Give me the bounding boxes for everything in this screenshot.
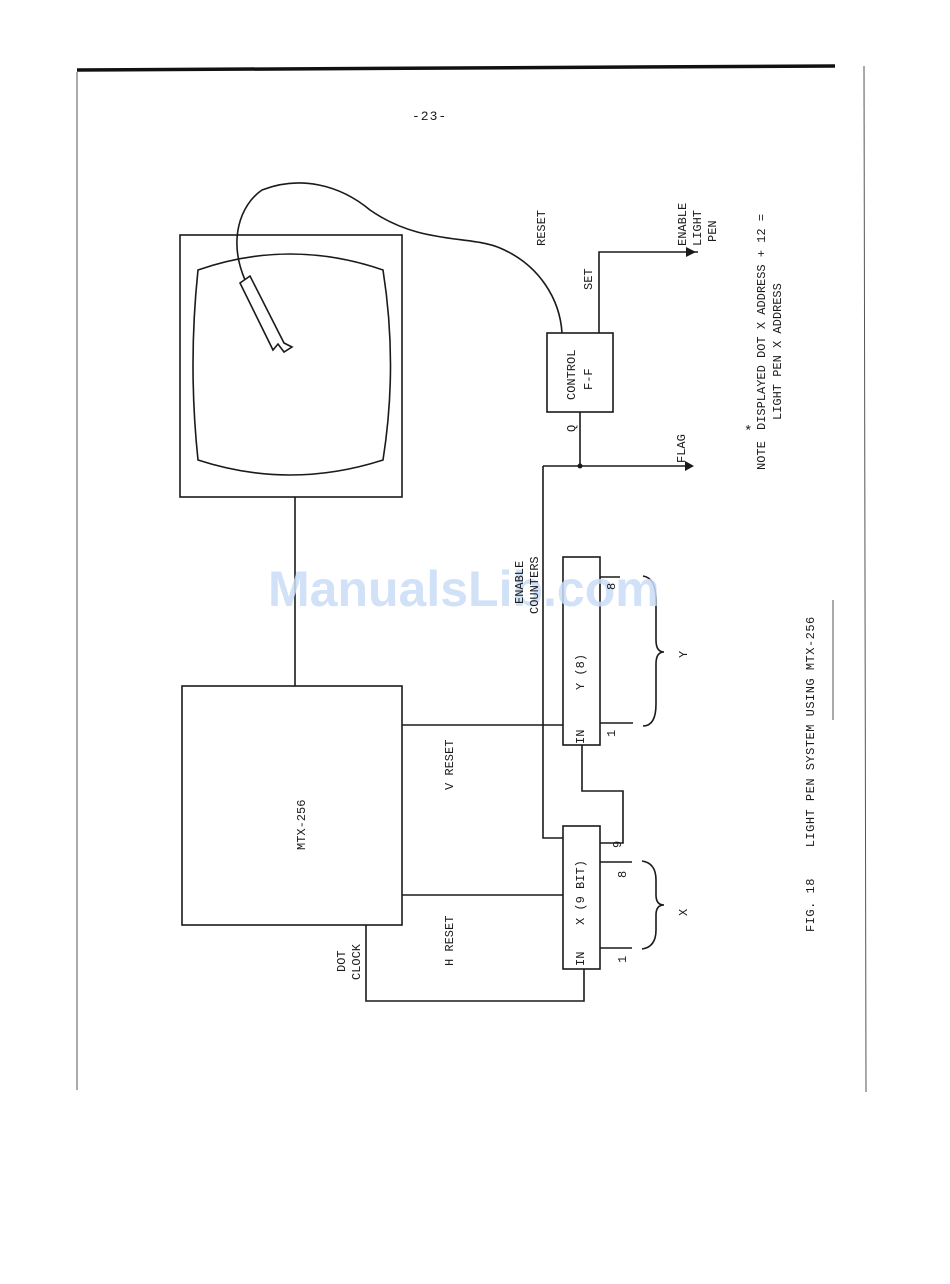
x-brace-label: X [678, 909, 691, 916]
enable-counters-label-2: COUNTERS [529, 556, 542, 614]
dot-clock-label-1: DOT [336, 950, 349, 972]
control-ff-label-1: CONTROL [566, 350, 579, 400]
light-pen-icon [240, 276, 292, 352]
enable-arrow-head [686, 247, 696, 257]
flag-label: FLAG [676, 434, 689, 463]
note-line-1: DISPLAYED DOT X ADDRESS + 12 = [756, 214, 769, 430]
x-counter-label: X (9 BIT) [575, 860, 588, 925]
enable-light-pen-label-3: PEN [707, 220, 720, 242]
page-number: -23- [412, 110, 447, 123]
right-margin-line [864, 66, 866, 1092]
y-brace-label: Y [678, 651, 691, 658]
q-label: Q [566, 425, 579, 432]
mtx-256-block [182, 686, 402, 925]
x-carry-label: 9 [612, 841, 625, 848]
x-brace [642, 861, 664, 949]
crt-monitor [180, 235, 402, 497]
y-counter-label: Y (8) [575, 654, 588, 690]
h-reset-label: H RESET [444, 916, 457, 966]
dot-clock-line [366, 925, 584, 1001]
enable-counters-line [543, 466, 563, 838]
dot-clock-label-2: CLOCK [351, 944, 364, 980]
note-label: NOTE [756, 441, 769, 470]
x-in-label: IN [575, 952, 588, 966]
control-ff-label-2: F-F [583, 368, 596, 390]
enable-light-pen-label-2: LIGHT [692, 210, 705, 246]
note-line-2: LIGHT PEN X ADDRESS [772, 283, 785, 420]
x-bit-low-label: 1 [617, 956, 630, 963]
y-bit-high-label: 8 [606, 583, 619, 590]
enable-counters-label-1: ENABLE [514, 561, 527, 604]
reset-label: RESET [536, 210, 549, 246]
watermark: ManualsLib.com [268, 560, 660, 618]
flag-junction [578, 464, 583, 469]
y-in-label: IN [575, 730, 588, 744]
mtx-256-label: MTX-256 [296, 800, 309, 850]
top-rule [77, 66, 835, 70]
y-bit-low-label: 1 [606, 730, 619, 737]
control-flip-flop [547, 333, 613, 412]
carry-line [582, 745, 623, 843]
note-asterisk: * [744, 426, 752, 439]
light-pen-cable [237, 183, 562, 333]
enable-light-pen-label-1: ENABLE [677, 203, 690, 246]
x-bit-high-label: 8 [617, 871, 630, 878]
v-reset-label: V RESET [444, 740, 457, 790]
crt-screen [193, 254, 391, 475]
set-label: SET [583, 268, 596, 290]
figure-caption: FIG. 18 LIGHT PEN SYSTEM USING MTX-256 [805, 616, 818, 932]
set-line [599, 252, 698, 333]
